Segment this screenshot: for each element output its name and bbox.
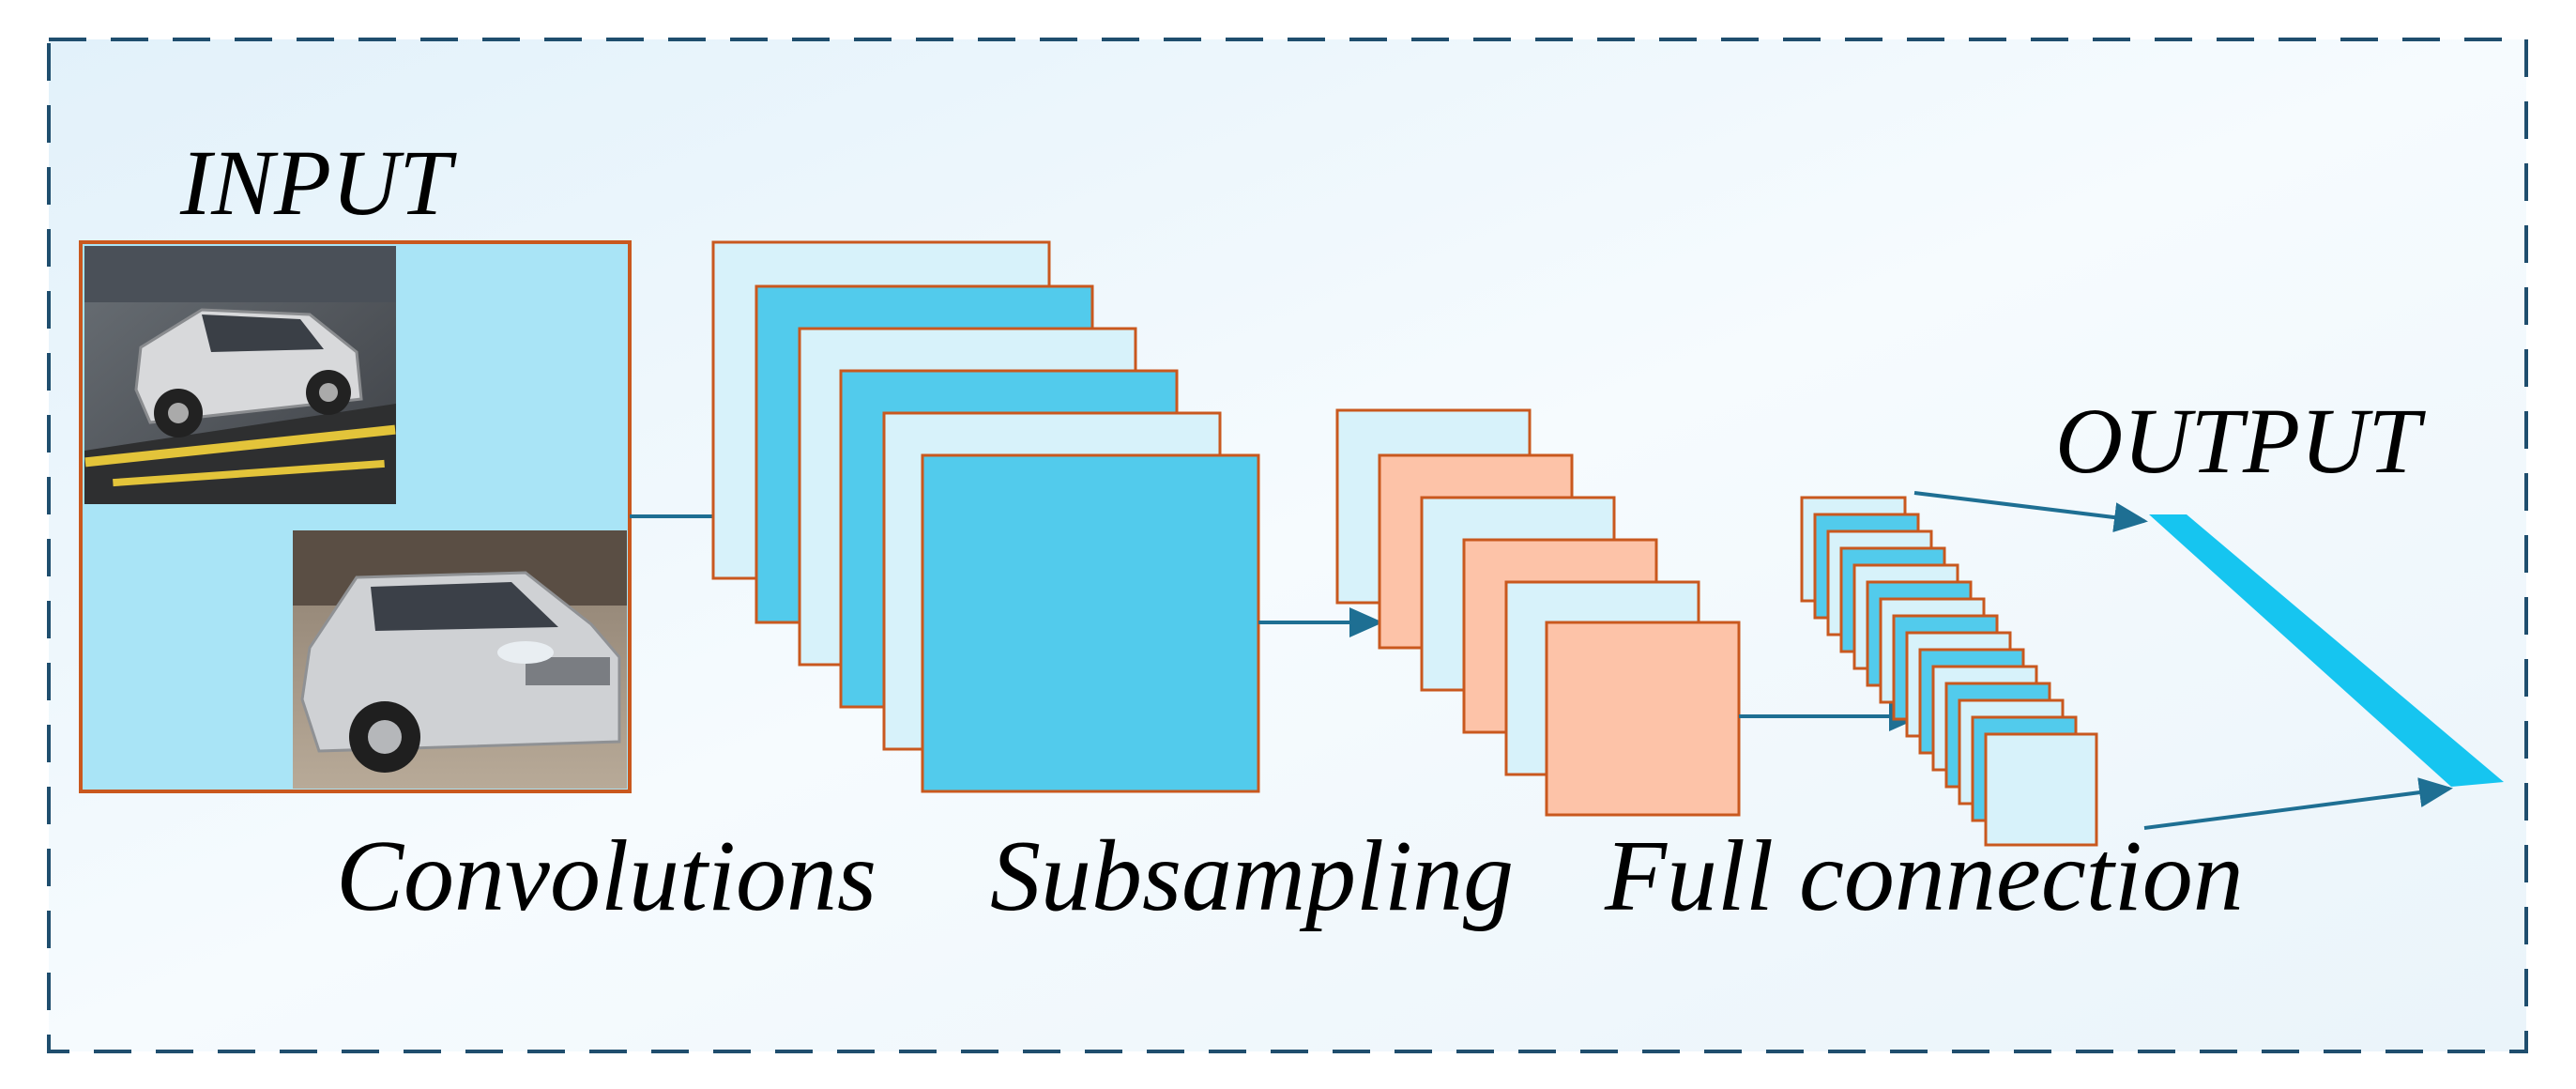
input-label: INPUT	[180, 130, 451, 235]
convolution-maps	[711, 240, 1260, 793]
car-photo-top	[84, 246, 396, 504]
car-photo-bottom	[293, 530, 627, 789]
arrow-fc-to-output-top	[1913, 491, 2148, 532]
conv-map	[921, 453, 1260, 793]
input-block	[79, 240, 632, 793]
subsampling-label: Subsampling	[990, 821, 1515, 932]
arrow-fc-to-output-bottom	[2143, 777, 2453, 830]
full-connection-maps	[1800, 496, 2098, 847]
output-bar	[2149, 514, 2504, 787]
full-connection-label: Full connection	[1605, 821, 2244, 932]
convolutions-label: Convolutions	[336, 821, 877, 932]
subsampling-maps	[1335, 408, 1741, 817]
sub-map	[1545, 621, 1741, 817]
output-label: OUTPUT	[2055, 389, 2420, 493]
fc-map	[1984, 732, 2098, 847]
